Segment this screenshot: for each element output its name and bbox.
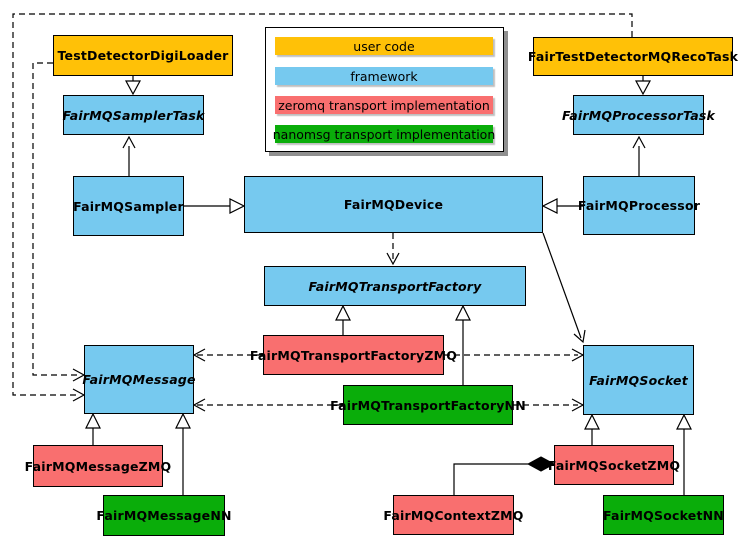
node-label: FairMQMessage xyxy=(82,372,196,387)
legend-item-framework: framework xyxy=(275,67,493,85)
node-label: FairMQMessageNN xyxy=(96,508,232,523)
node-label: FairMQTransportFactory xyxy=(308,278,482,294)
edge-tfnn-message xyxy=(192,398,343,412)
edge-device-socket xyxy=(542,232,586,344)
node-fairmqsocket: FairMQSocket xyxy=(583,345,694,415)
edge-digiloader-samplertask xyxy=(124,76,142,96)
legend-item-zeromq: zeromq transport implementation xyxy=(275,96,493,114)
legend-label-user-code: user code xyxy=(353,38,415,54)
edge-contextzmq-socketzmq xyxy=(453,456,556,495)
node-fairmqdevice: FairMQDevice xyxy=(244,176,543,233)
node-label: FairMQProcessor xyxy=(577,198,701,213)
node-fairmqcontextzmq: FairMQContextZMQ xyxy=(383,495,523,535)
node-label: FairMQSampler xyxy=(73,198,184,214)
edge-socketnn-socket xyxy=(676,413,692,495)
legend-label-zeromq: zeromq transport implementation xyxy=(278,97,490,113)
node-label: FairMQTransportFactoryNN xyxy=(330,397,526,413)
node-testdetectordigiloader: TestDetectorDigiLoader xyxy=(53,35,233,76)
node-label: TestDetectorDigiLoader xyxy=(57,48,229,63)
node-label: FairMQSocket xyxy=(589,372,688,388)
edge-sampler-samplertask xyxy=(122,135,136,176)
node-fairmqtransportfactoryzmq: FairMQTransportFactoryZMQ xyxy=(250,335,457,375)
node-fairmqsamplertask: FairMQSamplerTask xyxy=(62,95,205,135)
node-label: FairMQDevice xyxy=(343,197,444,212)
node-fairmqsocketnn: FairMQSocketNN xyxy=(603,495,724,535)
node-label: FairMQTransportFactoryZMQ xyxy=(249,347,458,363)
legend-label-nanomsg: nanomsg transport implementation xyxy=(272,126,496,142)
legend-item-user-code: user code xyxy=(275,37,493,55)
node-fairmqprocessor: FairMQProcessor xyxy=(578,176,700,235)
edge-tfzmq-message xyxy=(192,348,263,362)
edge-processor-processortask xyxy=(632,135,646,176)
legend-label-framework: framework xyxy=(350,68,418,84)
edge-tfnn-transportfactory xyxy=(455,304,471,385)
node-label: FairMQSamplerTask xyxy=(62,107,205,123)
edge-device-transportfactory xyxy=(386,233,400,266)
node-fairmqmessagezmq: FairMQMessageZMQ xyxy=(25,445,171,487)
edge-sampler-device xyxy=(184,198,246,214)
legend-box: user code framework zeromq transport imp… xyxy=(265,27,504,152)
edge-messagezmq-message xyxy=(85,412,101,445)
node-label: FairTestDetectorMQRecoTask xyxy=(527,49,739,64)
node-label: FairMQSocketNN xyxy=(603,507,724,523)
edge-processor-device xyxy=(541,198,583,214)
edge-tfzmq-socket xyxy=(444,348,585,362)
node-fairmqtransportfactorynn: FairMQTransportFactoryNN xyxy=(330,385,526,425)
edge-socketzmq-socket xyxy=(584,413,600,445)
node-fairmqmessagenn: FairMQMessageNN xyxy=(96,495,231,536)
node-label: FairMQProcessorTask xyxy=(561,107,716,123)
node-fairmqtransportfactory: FairMQTransportFactory xyxy=(264,266,526,306)
node-fairmqprocessortask: FairMQProcessorTask xyxy=(562,95,715,135)
node-fairmqsampler: FairMQSampler xyxy=(73,176,184,236)
edge-messagenn-message xyxy=(175,412,191,495)
node-fairmqmessage: FairMQMessage xyxy=(82,345,196,414)
node-label: FairMQContextZMQ xyxy=(383,507,524,523)
legend-item-nanomsg: nanomsg transport implementation xyxy=(272,125,496,143)
node-fairtestdetectormqrecotask: FairTestDetectorMQRecoTask xyxy=(528,37,738,76)
edge-tfzmq-transportfactory xyxy=(335,304,351,335)
node-label: FairMQMessageZMQ xyxy=(24,458,172,474)
edge-recotask-processortask xyxy=(634,76,652,96)
node-label: FairMQSocketZMQ xyxy=(547,457,681,473)
node-fairmqsocketzmq: FairMQSocketZMQ xyxy=(548,445,680,485)
